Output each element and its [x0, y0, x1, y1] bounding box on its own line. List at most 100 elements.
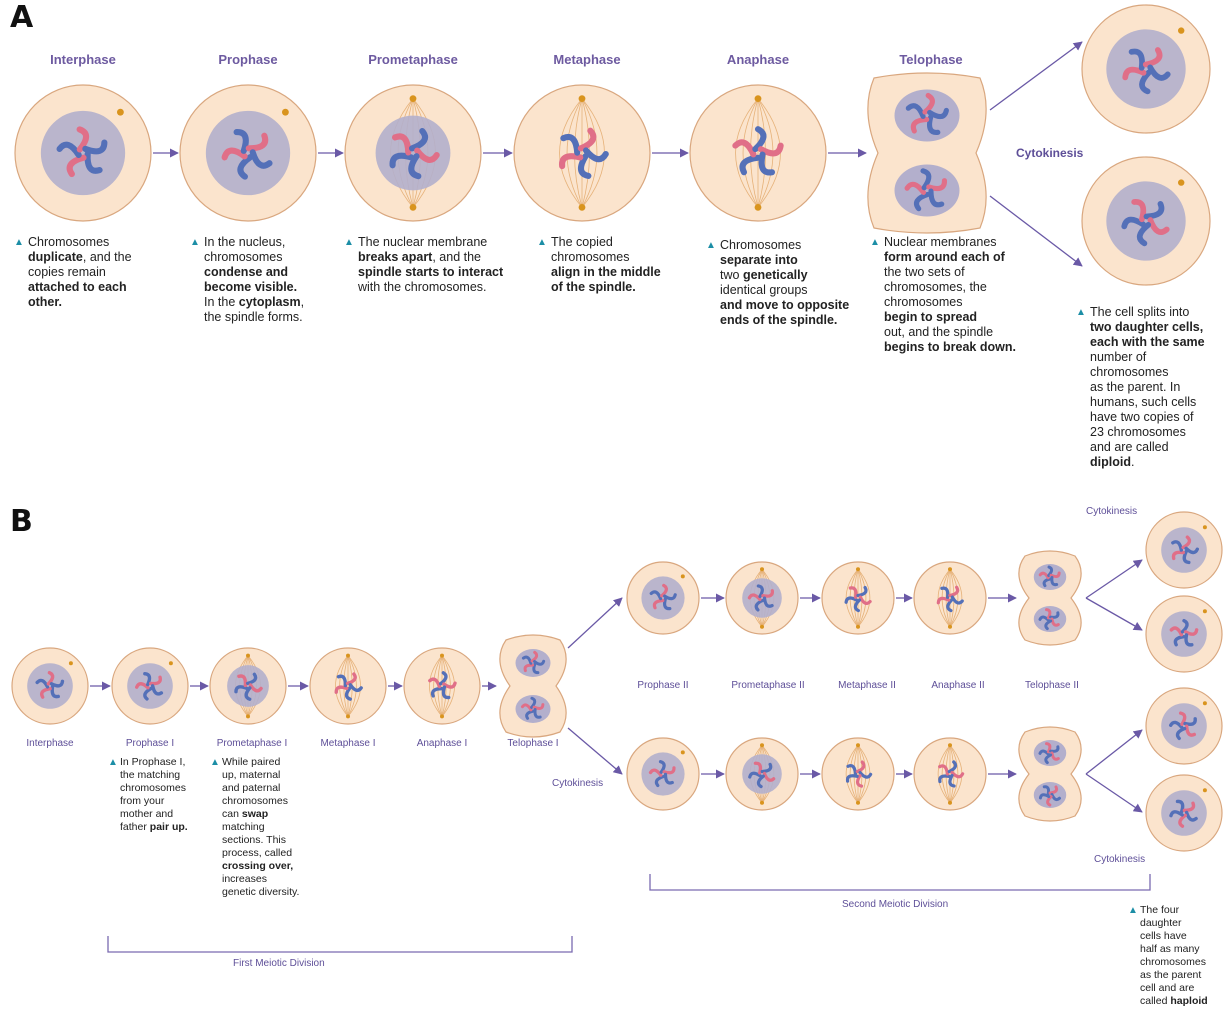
nucleus [127, 663, 173, 709]
stage-label-prophase-i: Prophase I [126, 738, 174, 749]
centrosome [681, 574, 685, 578]
pointer-triangle-icon: ▲ [870, 235, 880, 250]
description-cytokinesis: ▲The cell splits into two daughter cells… [1090, 305, 1205, 470]
centrosome [856, 567, 860, 571]
pointer-triangle-icon: ▲ [190, 235, 200, 250]
centrosome [169, 661, 173, 665]
centrosome [1203, 788, 1207, 792]
nucleus [516, 649, 551, 677]
dividing-cell [868, 73, 986, 233]
pointer-triangle-icon: ▲ [344, 235, 354, 250]
description-anaphase: ▲Chromosomes separate into two genetical… [720, 238, 849, 328]
cell [404, 648, 480, 724]
centrosome [117, 109, 124, 116]
nucleus [206, 111, 290, 195]
centrosome [760, 567, 764, 571]
centrosome [579, 95, 586, 102]
nucleus [1161, 611, 1207, 657]
cell [726, 562, 798, 634]
arrow [1086, 730, 1142, 774]
cell [822, 562, 894, 634]
nucleus [1161, 703, 1207, 749]
stage-label-metaphase-ii: Metaphase II [838, 680, 896, 691]
nucleus [1161, 527, 1207, 573]
stage-label-interphase-b: Interphase [26, 738, 73, 749]
pointer-triangle-icon: ▲ [537, 235, 547, 250]
description-telophase: ▲Nuclear membranes form around each of t… [884, 235, 1016, 355]
stage-label-prometaphase-i: Prometaphase I [217, 738, 288, 749]
centrosome [1203, 609, 1207, 613]
centrosome [948, 567, 952, 571]
arrow [568, 598, 622, 648]
stage-label-anaphase-i: Anaphase I [417, 738, 468, 749]
description-prometaphase-i: ▲While paired up, maternal and paternal … [222, 756, 299, 899]
stage-title-prometaphase: Prometaphase [368, 52, 458, 67]
centrosome [346, 654, 350, 658]
stage-title-anaphase: Anaphase [727, 52, 789, 67]
centrosome [1178, 27, 1184, 33]
cytokinesis-label-b-bottom: Cytokinesis [1094, 854, 1145, 865]
centrosome [755, 204, 762, 211]
cell [514, 85, 650, 221]
centrosome [760, 801, 764, 805]
centrosome [856, 625, 860, 629]
cytokinesis-label-b-middle: Cytokinesis [552, 778, 603, 789]
centrosome [1203, 701, 1207, 705]
nucleus [376, 116, 451, 191]
stage-label-telophase-i: Telophase I [507, 738, 558, 749]
centrosome [1178, 179, 1184, 185]
cell [12, 648, 88, 724]
stage-label-anaphase-ii: Anaphase II [931, 680, 984, 691]
centrosome [856, 743, 860, 747]
nucleus [27, 663, 73, 709]
cell [627, 562, 699, 634]
centrosome [948, 801, 952, 805]
centrosome [346, 714, 350, 718]
description-interphase: ▲Chromosomes duplicate, and the copies r… [28, 235, 132, 310]
panel-letter-a: A [10, 0, 33, 35]
cell [310, 648, 386, 724]
pointer-triangle-icon: ▲ [1076, 305, 1086, 320]
centrosome [760, 625, 764, 629]
centrosome [410, 95, 417, 102]
pointer-triangle-icon: ▲ [108, 756, 118, 769]
first-division-bracket [108, 936, 572, 952]
centrosome [246, 654, 250, 658]
cell [627, 738, 699, 810]
arrow [568, 728, 622, 774]
nucleus [1106, 29, 1185, 108]
description-haploid: ▲The four daughter cells have half as ma… [1140, 904, 1208, 1008]
second-division-bracket [650, 874, 1150, 890]
description-prometaphase: ▲The nuclear membrane breaks apart, and … [358, 235, 503, 295]
centrosome [948, 625, 952, 629]
nucleus [641, 752, 684, 795]
cell [914, 562, 986, 634]
centrosome [246, 714, 250, 718]
cell [1146, 596, 1222, 672]
centrosome [410, 204, 417, 211]
stage-title-metaphase: Metaphase [553, 52, 620, 67]
description-prophase-i: ▲In Prophase I, the matching chromosomes… [120, 756, 188, 834]
centrosome [755, 95, 762, 102]
pointer-triangle-icon: ▲ [210, 756, 220, 769]
nucleus [41, 111, 125, 195]
centrosome [440, 714, 444, 718]
pointer-triangle-icon: ▲ [14, 235, 24, 250]
dividing-cell [1019, 727, 1081, 821]
second-division-label: Second Meiotic Division [842, 899, 948, 910]
description-prophase: ▲In the nucleus, chromosomes condense an… [204, 235, 304, 325]
stage-title-interphase: Interphase [50, 52, 116, 67]
cell [1146, 688, 1222, 764]
arrow [1086, 560, 1142, 598]
stage-label-metaphase-i: Metaphase I [320, 738, 375, 749]
cell [180, 85, 316, 221]
cell [726, 738, 798, 810]
nucleus [227, 665, 269, 707]
cell [1082, 5, 1210, 133]
centrosome [760, 743, 764, 747]
pointer-triangle-icon: ▲ [706, 238, 716, 253]
cells-layer [12, 5, 1222, 851]
cell [1082, 157, 1210, 285]
cell [345, 85, 481, 221]
dividing-cell [1019, 551, 1081, 645]
